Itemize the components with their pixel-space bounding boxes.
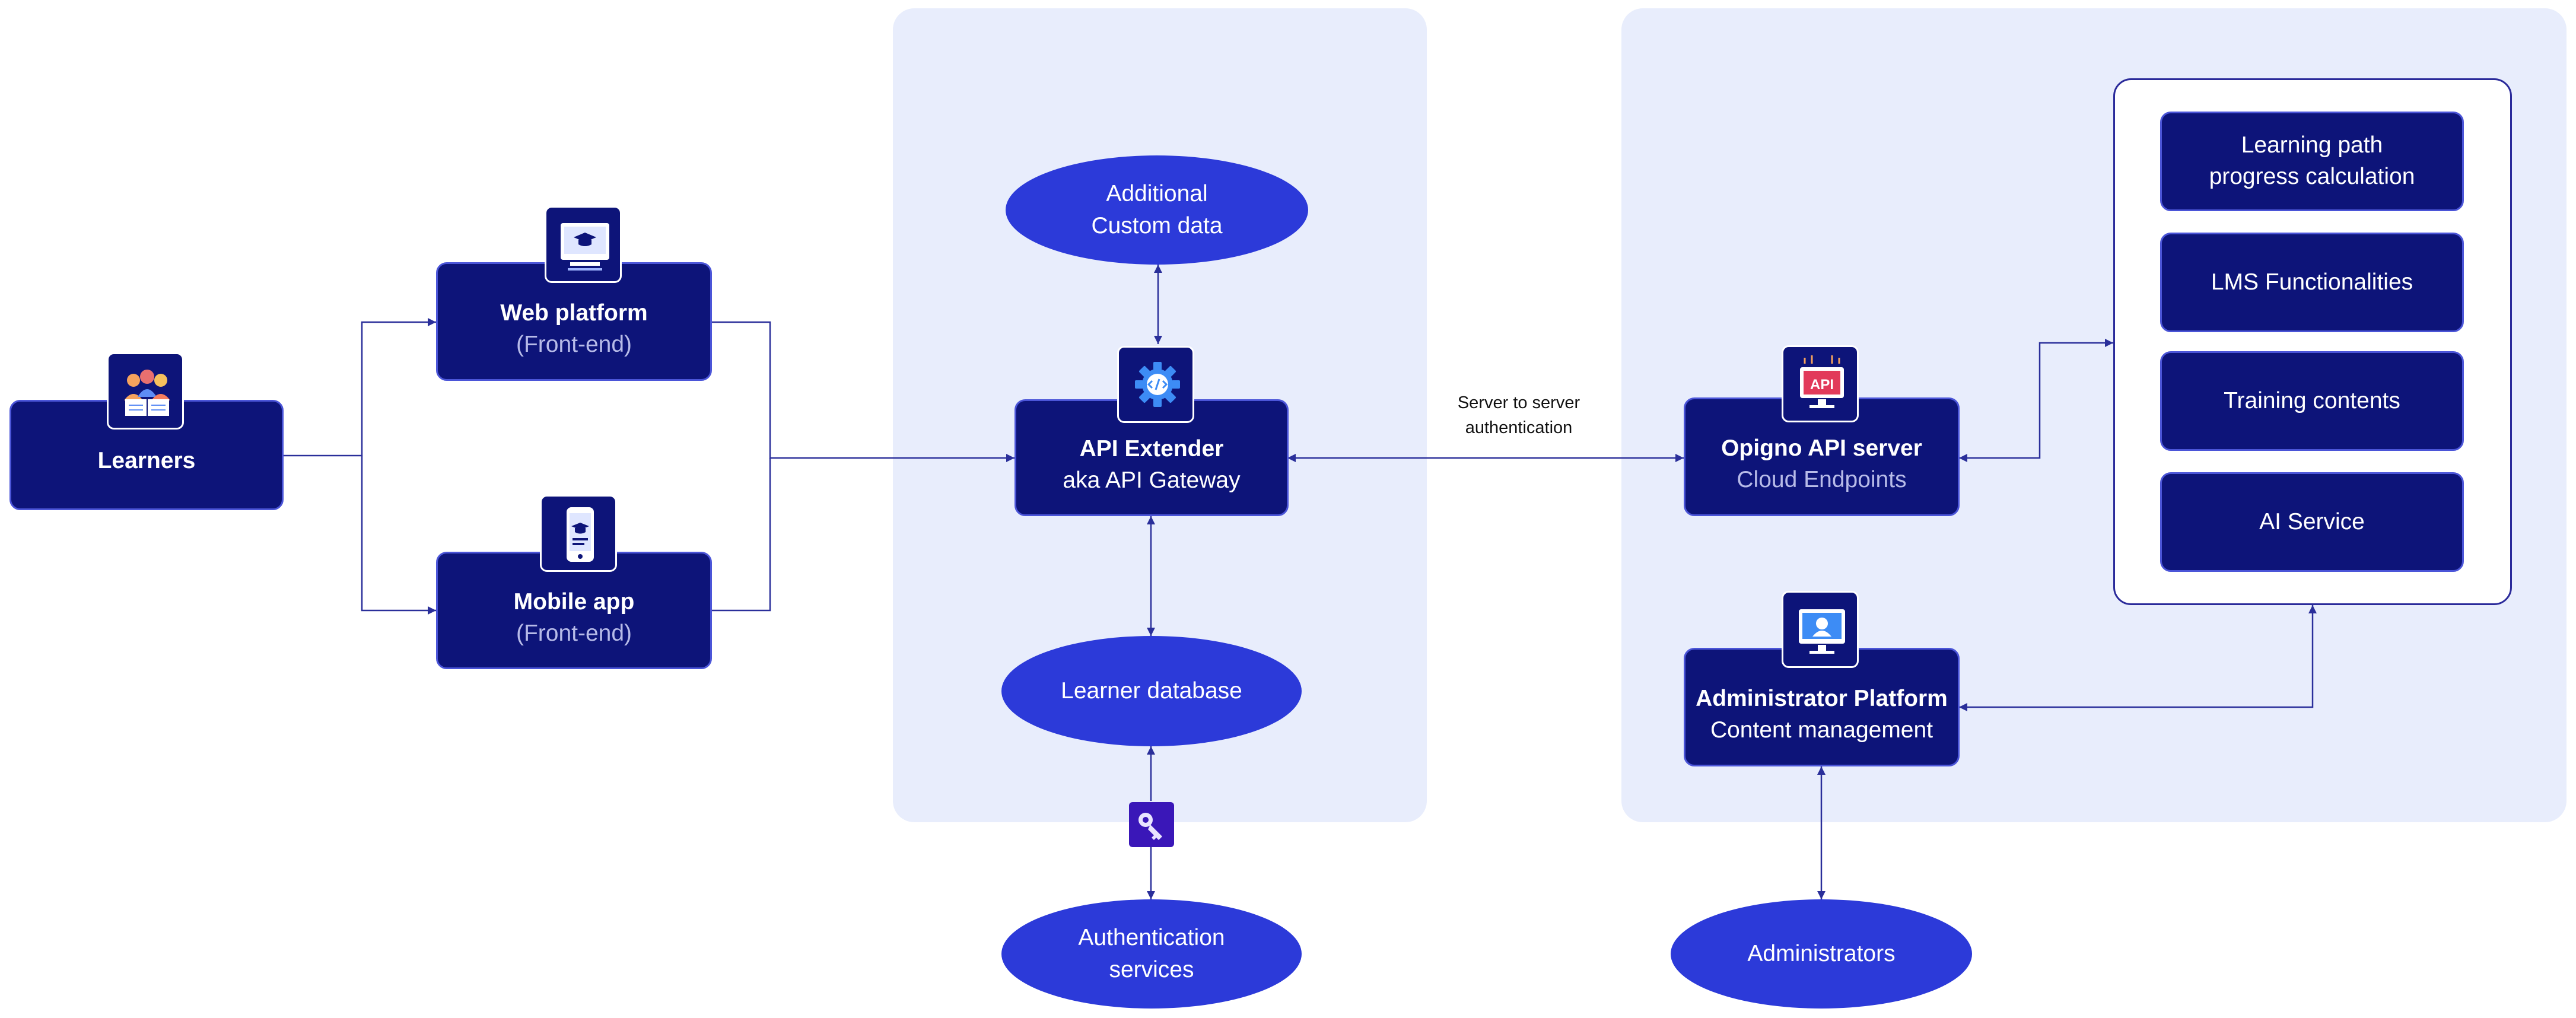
- admin-monitor-user-icon: [1782, 591, 1859, 668]
- server-auth-line2: authentication: [1465, 418, 1573, 438]
- custom-data-line1: Additional: [1106, 181, 1208, 207]
- services-admin-connector: [1959, 605, 2317, 711]
- learning-path-node[interactable]: Learning path progress calculation: [2160, 112, 2464, 211]
- learners-node[interactable]: Learners: [9, 400, 284, 510]
- opigno-services-connector: [1959, 339, 2113, 462]
- training-contents-node[interactable]: Training contents: [2160, 351, 2464, 451]
- server-auth-line1: Server to server: [1457, 393, 1580, 412]
- learners-to-mobile-connector: [361, 456, 436, 615]
- custom-data-line2: Custom data: [1091, 213, 1223, 238]
- web-platform-title: Web platform: [500, 300, 648, 326]
- opigno-title: Opigno API server: [1721, 435, 1922, 462]
- learners-group-icon: [107, 352, 184, 430]
- auth-line1: Authentication: [1078, 925, 1225, 951]
- web-platform-node[interactable]: Web platform (Front-end): [436, 262, 712, 381]
- lms-functionalities-node[interactable]: LMS Functionalities: [2160, 233, 2464, 332]
- api-badge-text: API: [1810, 377, 1834, 393]
- learners-to-web-connector: [282, 318, 436, 457]
- mobile-to-extender-connector: [711, 458, 771, 612]
- training-label: Training contents: [2224, 387, 2400, 413]
- key-icon: [1129, 802, 1174, 847]
- mobile-phone-graduation-icon: [540, 495, 617, 572]
- gear-code-icon: [1117, 346, 1194, 423]
- custom-data-node[interactable]: Additional Custom data: [1006, 155, 1308, 265]
- learner-database-label: Learner database: [1061, 678, 1242, 704]
- api-extender-sub: aka API Gateway: [1063, 467, 1241, 493]
- learning-path-line2: progress calculation: [2209, 164, 2415, 189]
- authentication-services-node[interactable]: Authentication services: [1001, 899, 1302, 1009]
- mobile-app-sub: (Front-end): [516, 621, 632, 646]
- mobile-app-title: Mobile app: [513, 589, 635, 615]
- web-monitor-graduation-icon: [545, 206, 622, 283]
- api-extender-title: API Extender: [1079, 435, 1224, 462]
- lms-label: LMS Functionalities: [2211, 269, 2413, 295]
- administrators-label: Administrators: [1747, 941, 1896, 967]
- admin-platform-sub: Content management: [1710, 717, 1933, 743]
- learning-path-line1: Learning path: [2241, 132, 2383, 158]
- web-platform-sub: (Front-end): [516, 332, 632, 357]
- api-monitor-icon: API: [1782, 345, 1859, 422]
- server-auth-label: Server to server authentication: [1418, 390, 1620, 440]
- ai-service-node[interactable]: AI Service: [2160, 472, 2464, 572]
- administrators-node[interactable]: Administrators: [1671, 899, 1972, 1009]
- web-to-extender-connector: [711, 321, 1015, 462]
- auth-line2: services: [1109, 957, 1194, 982]
- learner-database-node[interactable]: Learner database: [1001, 636, 1302, 746]
- opigno-sub: Cloud Endpoints: [1737, 467, 1907, 492]
- learners-label: Learners: [97, 447, 196, 473]
- admin-platform-title: Administrator Platform: [1696, 686, 1948, 712]
- ai-label: AI Service: [2259, 508, 2365, 535]
- api-extender-node[interactable]: API Extender aka API Gateway: [1015, 399, 1289, 516]
